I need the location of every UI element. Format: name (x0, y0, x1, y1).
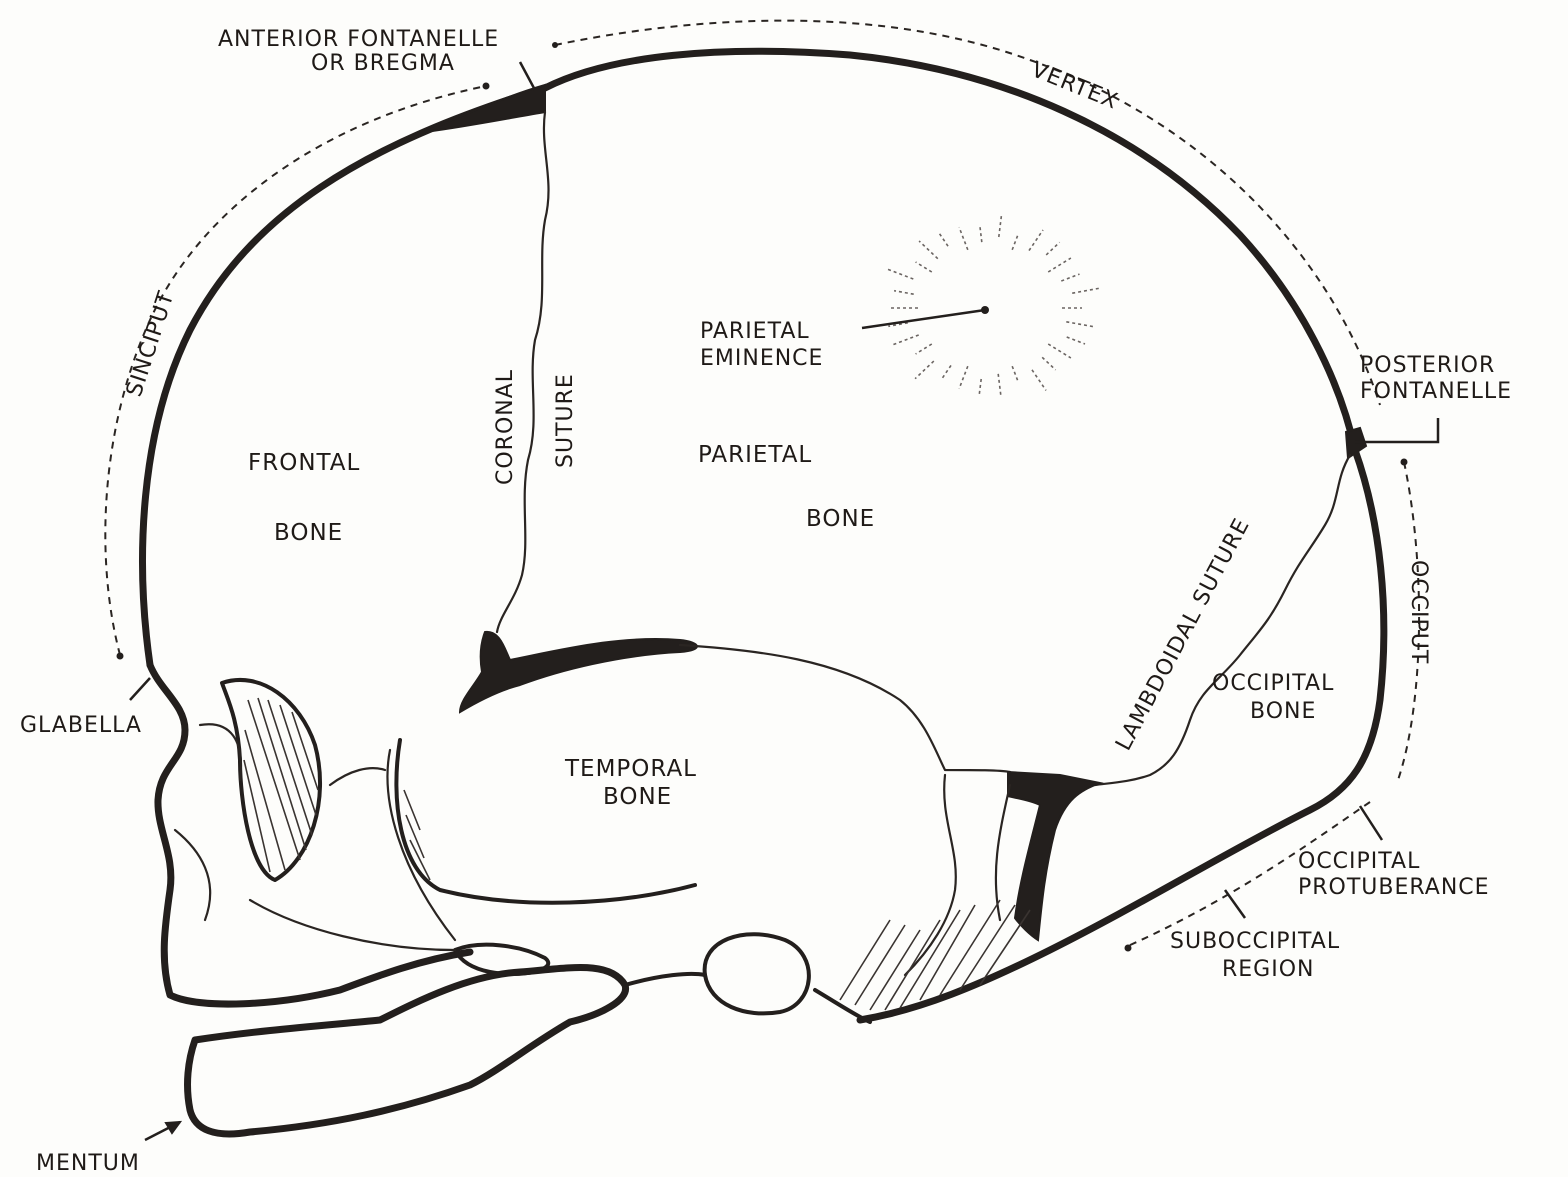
suboccipital-label-line1: SUBOCCIPITAL (1170, 929, 1340, 954)
parietal-bone-label-line2: BONE (806, 506, 875, 532)
suboccipital-dashed-arc (1128, 802, 1370, 946)
posterior-fontanelle-leader (1355, 418, 1438, 442)
anterior-fontanelle-label-line1: ANTERIOR FONTANELLE (218, 27, 499, 52)
eminence-ray (979, 379, 981, 396)
anterior-fontanelle-label-line2: OR BREGMA (311, 51, 455, 76)
occipital-protuberance-leader (1360, 806, 1382, 840)
suboccipital-label-line2: REGION (1222, 957, 1315, 982)
eminence-ray (1072, 288, 1099, 293)
nasal-line (175, 724, 455, 950)
occipital-hatching (840, 900, 1030, 1010)
eminence-ray (1012, 234, 1018, 250)
parietal-bone-label-line1: PARIETAL (698, 442, 812, 468)
eminence-ray (893, 335, 919, 345)
eminence-ray (999, 213, 1002, 237)
occiput-start-dot (1401, 459, 1408, 466)
skull-base-line (625, 974, 870, 1022)
sinciput-dashed-arc (105, 86, 486, 655)
occipital-protuberance-label-line1: OCCIPITAL (1298, 849, 1420, 874)
eminence-ray (1066, 322, 1093, 327)
eminence-ray (1046, 242, 1059, 255)
eminence-ray (1042, 357, 1055, 370)
eminence-ray (1012, 366, 1018, 382)
frontal-bone-label-line2: BONE (274, 520, 343, 546)
suboccipital-end-dot (1125, 945, 1132, 952)
occipital-protuberance-label-line2: PROTUBERANCE (1298, 875, 1490, 900)
bregma-leader (520, 62, 535, 90)
parietal-eminence-rays (888, 213, 1100, 397)
occipital-bone-label-line2: BONE (1250, 699, 1316, 724)
eminence-ray (1048, 258, 1071, 272)
mastoid-process (705, 934, 809, 1013)
vertex-label: VERTEX (1028, 57, 1122, 114)
sphenoid-line (330, 750, 455, 940)
squamosal-suture-line (680, 645, 1010, 772)
eminence-ray (1061, 274, 1079, 281)
posterior-fontanelle-label-line1: POSTERIOR (1360, 353, 1495, 378)
posterior-fontanelle-label-line2: FONTANELLE (1360, 379, 1512, 404)
coronal-label: CORONAL (493, 369, 518, 485)
eminence-ray (1067, 337, 1085, 344)
glabella-leader (130, 678, 150, 700)
mentum-label: MENTUM (36, 1151, 140, 1176)
eminence-ray (938, 231, 948, 246)
occipital-lower-line (905, 775, 1010, 975)
temporal-bone-label-line2: BONE (603, 784, 672, 810)
eminence-ray (916, 262, 932, 272)
parietal-eminence-label-line1: PARIETAL (700, 319, 810, 344)
mentum-arrowhead (166, 1122, 180, 1133)
suture-label: SUTURE (553, 373, 578, 468)
eminence-ray (888, 269, 914, 279)
parietal-eminence-leader (862, 310, 985, 328)
eminence-ray (1029, 230, 1043, 251)
anterior-fontanelle-shape (425, 85, 545, 132)
occiput-label: OCCIPUT (1406, 560, 1431, 664)
eminence-ray (980, 225, 982, 242)
temporal-bone-label-line1: TEMPORAL (564, 756, 697, 782)
eminence-ray (915, 361, 934, 379)
glabella-label: GLABELLA (20, 713, 142, 738)
asterion-junction (1008, 772, 1100, 940)
parietal-eminence-label-line2: EMINENCE (700, 346, 823, 371)
eminence-ray (919, 241, 938, 259)
mandible-outline (188, 968, 626, 1134)
lambdoidal-suture-label: LAMBDOIDAL SUTURE (1111, 514, 1255, 755)
frontal-bone-label-line1: FRONTAL (248, 450, 360, 476)
eminence-ray (894, 291, 914, 295)
sinciput-end-dot (117, 653, 124, 660)
vertex-start-dot (552, 42, 558, 48)
bregma-dot (483, 83, 490, 90)
eminence-ray (959, 227, 968, 250)
eminence-ray (1032, 370, 1046, 391)
suboccipital-leader (1225, 890, 1245, 918)
eminence-ray (998, 374, 1001, 398)
eminence-ray (959, 366, 968, 389)
pterion-junction (460, 632, 697, 712)
eminence-ray (941, 365, 951, 380)
eminence-ray (916, 344, 932, 354)
occipital-bone-label-line1: OCCIPITAL (1212, 671, 1334, 696)
eminence-ray (1048, 344, 1071, 358)
